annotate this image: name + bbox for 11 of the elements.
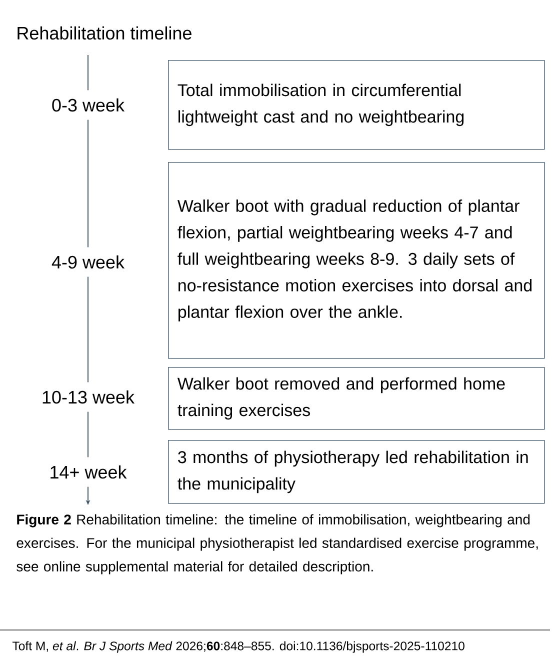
description-box: Walker boot with gradual reduction of plantar flexion, partial weightbearing weeks 4-7 and full weightbearing weeks 8-9. 3 daily sets of no-resistance motion exercises into dorsal and plantar flexion over the ankle. [168,162,545,359]
week-label: 10-13 week [42,390,135,404]
description-box: Total immobilisation in circumferential lightweight cast and no weightbearing [168,60,545,150]
figure-caption: Figure 2 Rehabilitation timeline: the timeline of immobilisation, weightbearing and exercises. For the municipal physiotherapist led standardised exercise programme, see online supplemental material for detailed description. [16,514,538,574]
description-box: Walker boot removed and performed home training exercises [168,367,545,430]
week-label: 0-3 week [52,98,125,112]
description-box: 3 months of physiotherapy led rehabilitation in the municipality [168,440,545,504]
week-label: 4-9 week [52,255,125,269]
week-label: 14+ week [50,465,127,479]
citation-text: Toft M, et al. Br J Sports Med 2026;60:848–855. doi:10.1136/bjsports-2025-110210 [12,641,464,653]
diagram-title: Rehabilitation timeline [18,26,192,40]
